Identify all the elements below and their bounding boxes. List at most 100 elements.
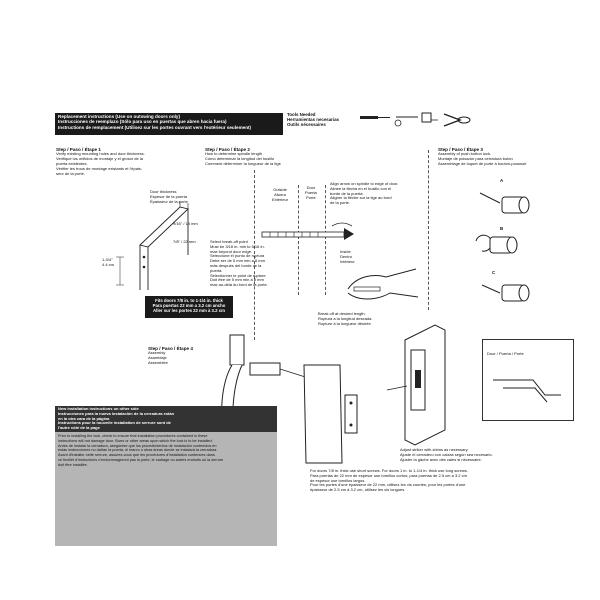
door-line-inner [325, 185, 326, 295]
door-thickness-line: Espesor de la puerta [150, 193, 187, 199]
step3-divider [428, 150, 429, 310]
notice-header-line: Instrucciones para la nueva instalación … [58, 410, 175, 416]
align-line: Alinee la flecha en el husillo con el [330, 185, 392, 191]
step2-text: How to determine spindle length Cómo det… [205, 152, 355, 166]
step3-text-line: Montaje de pulsador para cerradura botón [438, 156, 513, 162]
door-inset-panel: Door / Puerta / Porte [482, 339, 574, 421]
notice-header-line: New installation instructions on other s… [58, 406, 139, 411]
door-line: Puerta [305, 189, 317, 195]
inside-label: Inside Dentro Intérieur [340, 249, 355, 264]
door-panel-icon [303, 364, 358, 464]
assembly-b [475, 234, 518, 254]
push-button-assembly-illustration [475, 192, 530, 302]
break-line: Break off at desired length. [318, 311, 366, 316]
dim-backset: 1-3/4" 4.4 cm [102, 257, 115, 268]
outside-line: Extérieur [272, 196, 289, 202]
dim-backset-in: 1-3/4" [102, 257, 113, 262]
door-screws-note: For doors 7/8 in. thick use short screws… [310, 468, 580, 493]
notice-header-line: en la otra cara de la página [58, 415, 110, 421]
select-line: Seleccione el punto de ruptura [210, 253, 265, 259]
header-line-2: Instrucciones de reemplazo (Sólo para us… [58, 119, 227, 125]
step4-text: Assembly Asamblaje Assemblée [148, 351, 228, 365]
break-off-text: Break off at desired length. Ruptura a l… [318, 311, 372, 326]
step4-title: Step / Paso / Étape 4 [148, 346, 193, 351]
tools-title-fr: Outils nécessaires [287, 122, 326, 127]
notice-header-line: Instructions pour la nouvelle installati… [58, 420, 171, 426]
notice-header-line: l'autre côté de la page [58, 425, 100, 431]
select-line: puerta. [210, 267, 223, 273]
dim-bore: 7/8" / 22 mm [173, 239, 196, 244]
door-thickness-line: Épaisseur de la porte [150, 198, 188, 204]
spindle-illustration [261, 222, 354, 240]
select-line: max au-delà du bord de la porte. [210, 282, 268, 288]
outside-label: Outside Afuera Extérieur [272, 187, 289, 202]
select-line: max beyond door edge. [210, 248, 253, 254]
step4-text-line: Asamblaje [148, 355, 167, 361]
align-line: borde de la puerta. [330, 190, 364, 196]
step4-block: Step / Paso / Étape 4 Assembly Asamblaje… [148, 346, 228, 366]
strike-line: Ajuster la gâche avec des cales si néces… [400, 456, 482, 462]
select-line: más después del borde de la [210, 262, 262, 268]
step4-text-line: Assembly [148, 350, 166, 356]
step1-text: Verify existing mounting holes and door … [56, 152, 196, 176]
strike-line: Ajuste el cerradero con calzas según sea… [400, 451, 493, 457]
tools-title-en: Tools Needed [287, 112, 316, 117]
pliers-breaking-illustration [347, 268, 419, 300]
step2-divider-left [254, 170, 255, 340]
door-line: Door [306, 185, 316, 190]
step1-text-line: puerta existentes. [56, 161, 88, 166]
align-arrow-text: Align arrow on spindle to edge of door. … [330, 181, 410, 206]
inside-line: Intérieur [340, 258, 355, 264]
header-line-1: Replacement instructions (Use on outswin… [58, 114, 181, 119]
fits-line: Aller sur les portes 22 mm à 3.2 cm [153, 308, 225, 313]
dim-backset-cm: 4.4 cm [102, 261, 115, 267]
select-line: Must be 3/16 in. min to 5/16 in. [210, 243, 265, 249]
inset-drawing [493, 379, 561, 403]
align-line: de la porte. [330, 200, 351, 206]
assembly-a [479, 192, 530, 214]
tape-measure-icon [421, 112, 438, 123]
select-line: Sélectionner le point de rupture [210, 272, 266, 278]
outside-line: Afuera [274, 191, 286, 197]
door-edge-illustration [116, 201, 189, 290]
step2-block: Step / Paso / Étape 2 How to determine s… [205, 147, 355, 167]
doors-line: épaisseur de 2.5 cm à 3.2 cm, utilisez l… [310, 487, 406, 493]
doors-line: Pour les portes d'une épaisseur de 22 mm… [310, 482, 466, 488]
door-thickness-label: Door thickness Espesor de la puerta Épai… [150, 189, 188, 204]
step3-block: Step / Paso / Étape 3 Assembly of push b… [438, 147, 558, 167]
step2-text-line: Comment déterminer la longueur de la tig… [205, 161, 281, 166]
door-line: Porte [306, 194, 316, 200]
door-label: Door Puerta Porte [305, 185, 317, 200]
select-line: Select break-off point [210, 239, 248, 244]
step1-text-line: seur de la porte. [56, 170, 85, 176]
fits-doors-box: Fits doors 7/8 in. to 1-1/4 in. thick Pa… [145, 296, 233, 318]
notice-body-line: Antes de instalar la cerradura, asegúres… [58, 443, 217, 448]
notice-header: New installation instructions on other s… [55, 406, 277, 432]
step1-text-line: Vérifier les trous de montage existants … [56, 165, 143, 171]
step3-label-a: A [500, 178, 504, 183]
notice-body-line: ce feuillet d'instructions n'endommagero… [58, 457, 224, 462]
screwdriver-icon [360, 116, 390, 119]
doors-line: Para puertas de 22 mm de espesor use tor… [310, 472, 467, 478]
tools-illustration [360, 112, 471, 127]
inset-label: Door / Puerta / Porte [487, 351, 524, 356]
drill-bit-icon [394, 116, 418, 127]
door-line-outer [298, 185, 299, 295]
step1-text-line: Verify existing mounting holes and door … [56, 151, 145, 157]
strike-frame-illustration [386, 324, 446, 446]
step3-label-b: B [500, 226, 504, 231]
align-line: Align arrow on spindle to edge of door. [330, 181, 399, 186]
dim-hole-spacing: 9/16" / 14 mm [173, 221, 198, 226]
select-breakoff-text: Select break-off point Must be 3/16 in. … [210, 239, 280, 288]
step2-title: Step / Paso / Étape 2 [205, 147, 250, 152]
break-line: Rupture à la longueur désirée. [318, 320, 372, 326]
pliers-icon [443, 113, 471, 127]
select-line: Debe ser de 5 mm min a 8 mm [210, 258, 265, 264]
door-thickness-line: Door thickness [150, 189, 177, 194]
outside-line: Outside [273, 187, 287, 192]
step1-title: Step / Paso / Étape 1 [56, 147, 101, 152]
header-line-3: Instructions de remplacement (Utilisez s… [58, 124, 252, 130]
notice-body-line: Avant d'installer cette serrure, assurez… [58, 453, 215, 458]
step3-title: Step / Paso / Étape 3 [438, 147, 483, 152]
inside-line: Inside [340, 249, 351, 254]
